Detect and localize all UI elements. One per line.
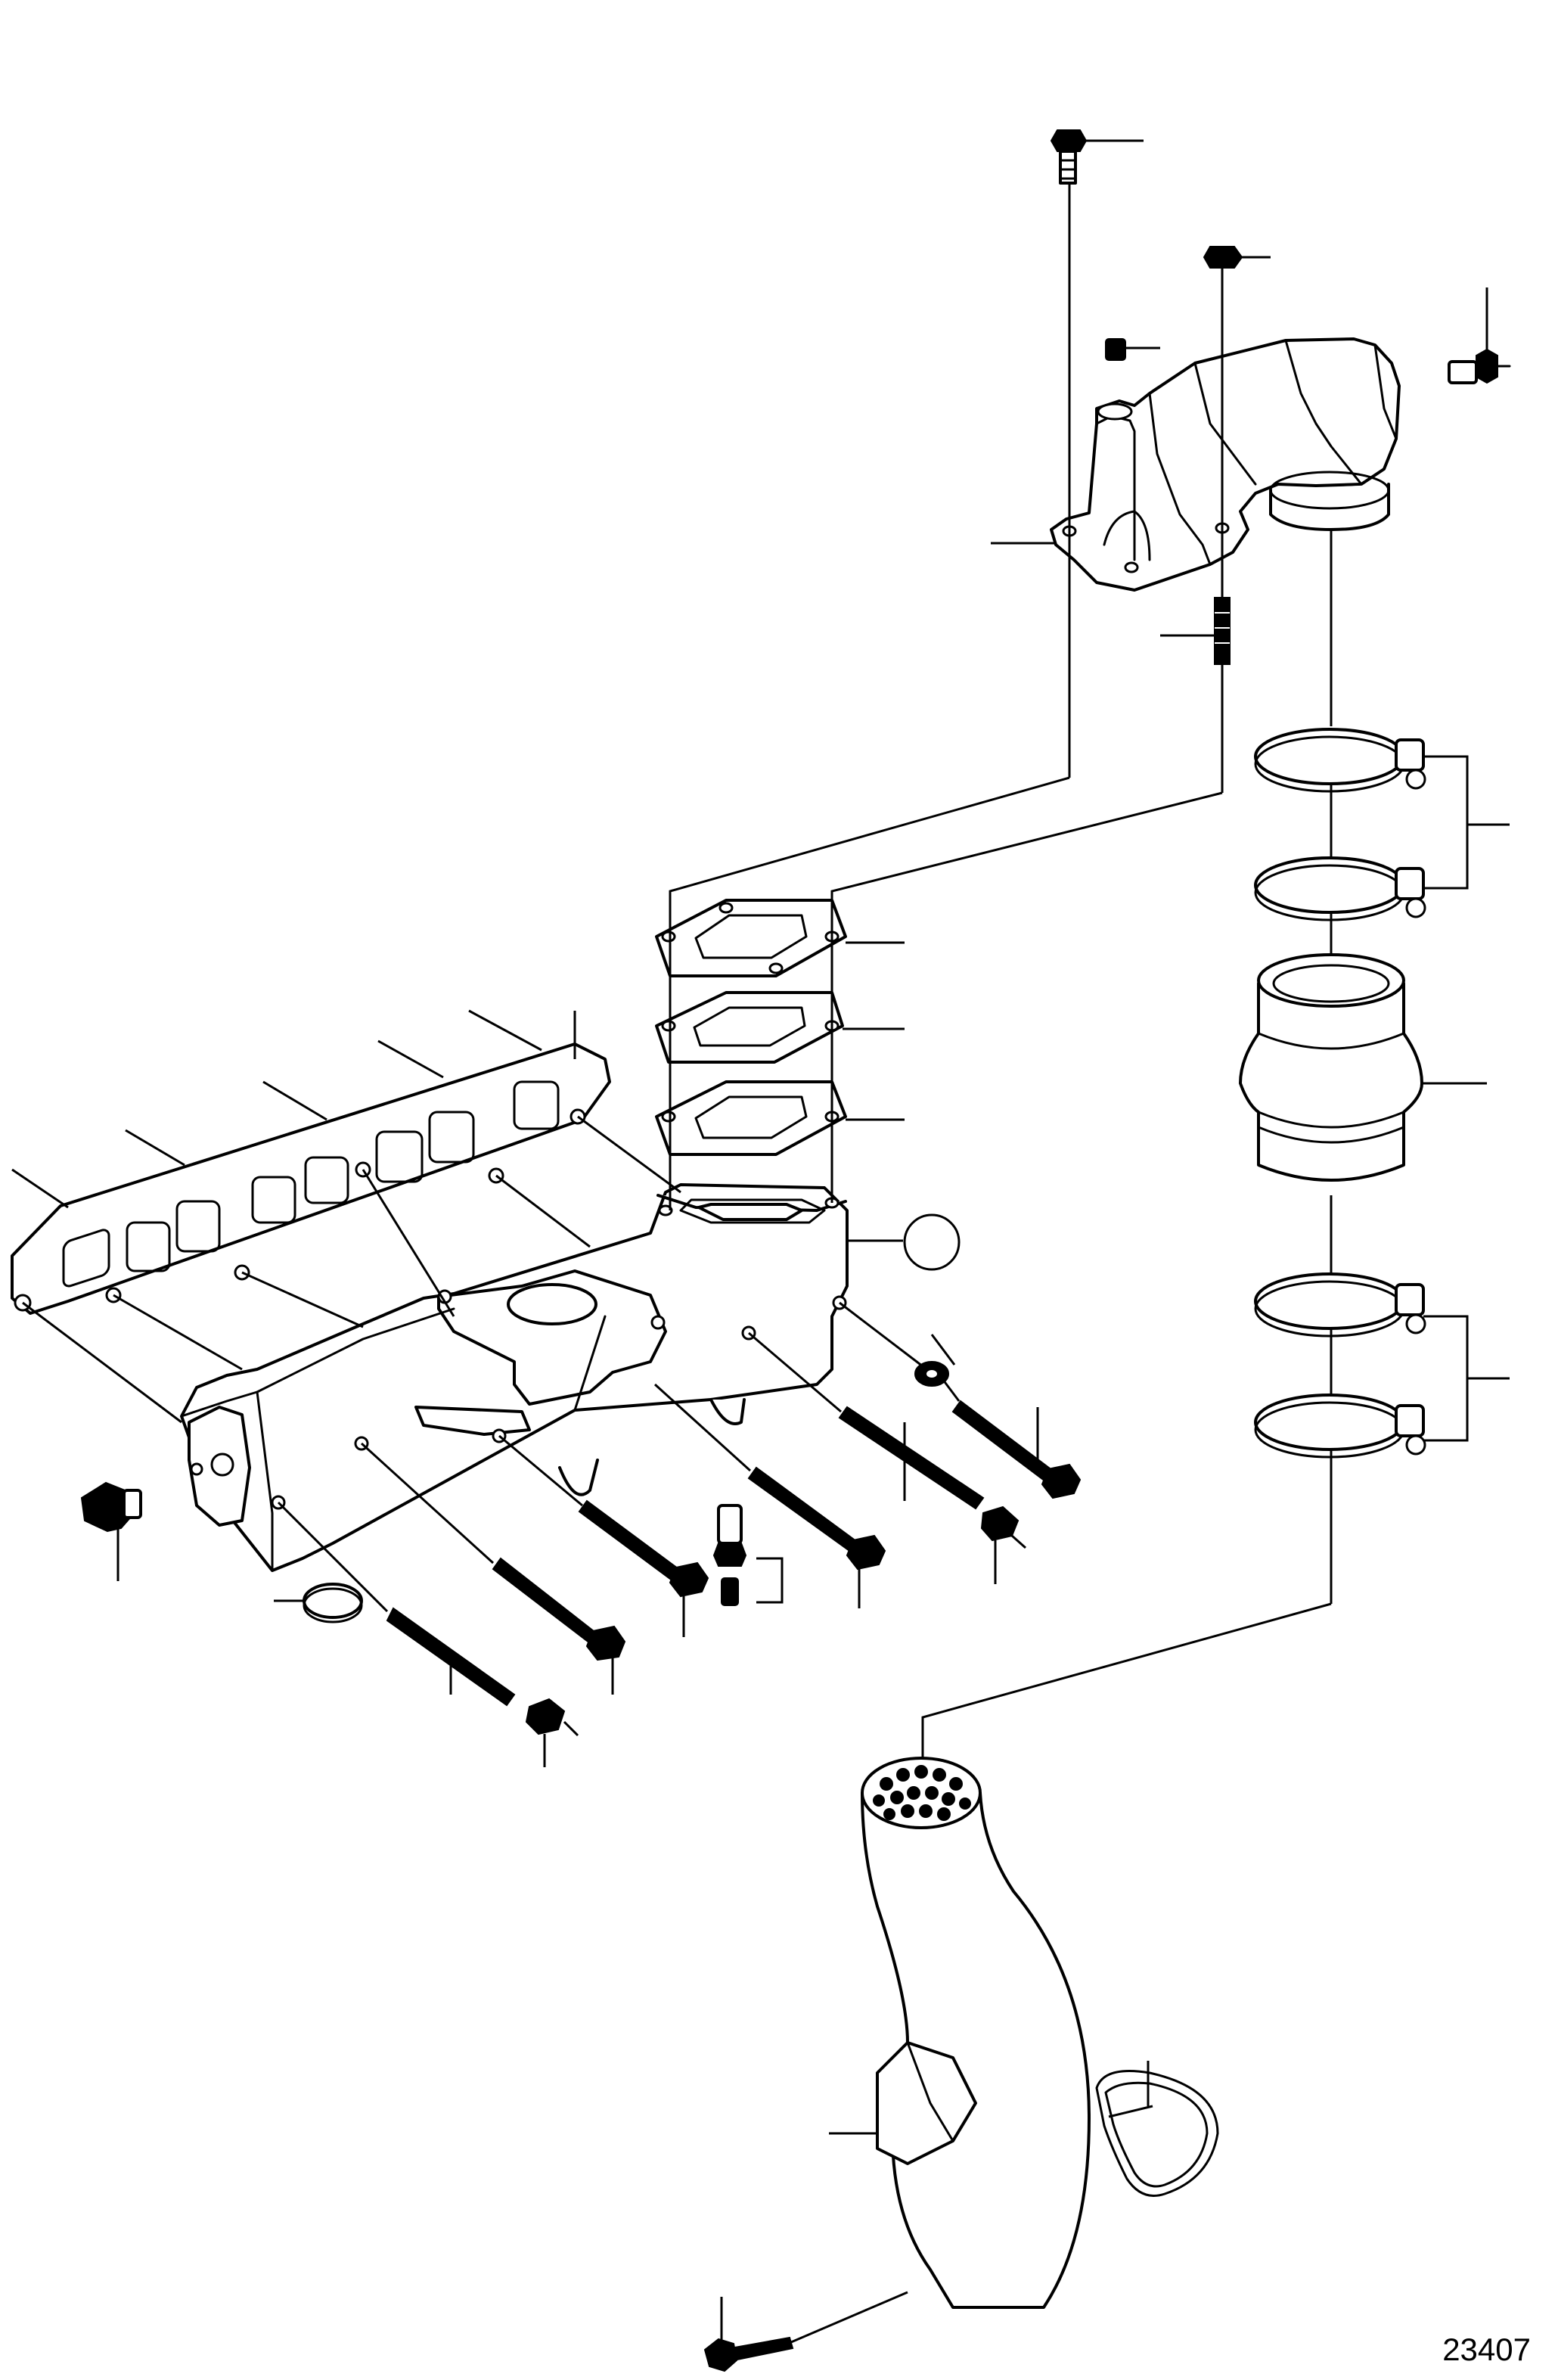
manifold-bolt	[579, 1501, 708, 1596]
riser-stud	[1215, 598, 1230, 664]
exhaust-manifold	[182, 1185, 847, 1571]
hose-clamp	[1255, 1395, 1425, 1457]
exhaust-pipe-seal	[1097, 2071, 1218, 2196]
plug-screw	[1106, 339, 1125, 360]
hose-clamp	[1255, 1274, 1425, 1336]
manifold-bolt	[749, 1468, 885, 1569]
hose-clamp	[1255, 729, 1425, 791]
elbow-fitting	[82, 1483, 141, 1531]
exhaust-pipe	[862, 1758, 1089, 2307]
washer	[915, 1362, 948, 1386]
exhaust-bellows	[1240, 955, 1422, 1180]
temperature-sender	[1449, 350, 1510, 383]
riser-gasket	[656, 900, 846, 976]
exhaust-elbow	[1051, 339, 1399, 590]
hose-clamp	[1255, 858, 1425, 920]
drain-fitting	[714, 1505, 746, 1605]
spacer-plate	[656, 993, 843, 1062]
drawing-reference-number: 23407	[1442, 2332, 1531, 2367]
exhaust-manifold-gasket	[12, 1044, 610, 1313]
pipe-bolt	[705, 2338, 793, 2371]
riser-bolt	[1051, 130, 1086, 183]
manifold-bolt	[953, 1401, 1080, 1498]
leader-lines	[12, 141, 1510, 2342]
riser-nut	[1204, 247, 1242, 268]
sealing-plug	[304, 1584, 362, 1622]
manifold-stud	[840, 1407, 983, 1508]
manifold-nut	[526, 1699, 564, 1734]
manifold-gasket	[656, 1082, 846, 1154]
manifold-bolt	[493, 1558, 625, 1660]
